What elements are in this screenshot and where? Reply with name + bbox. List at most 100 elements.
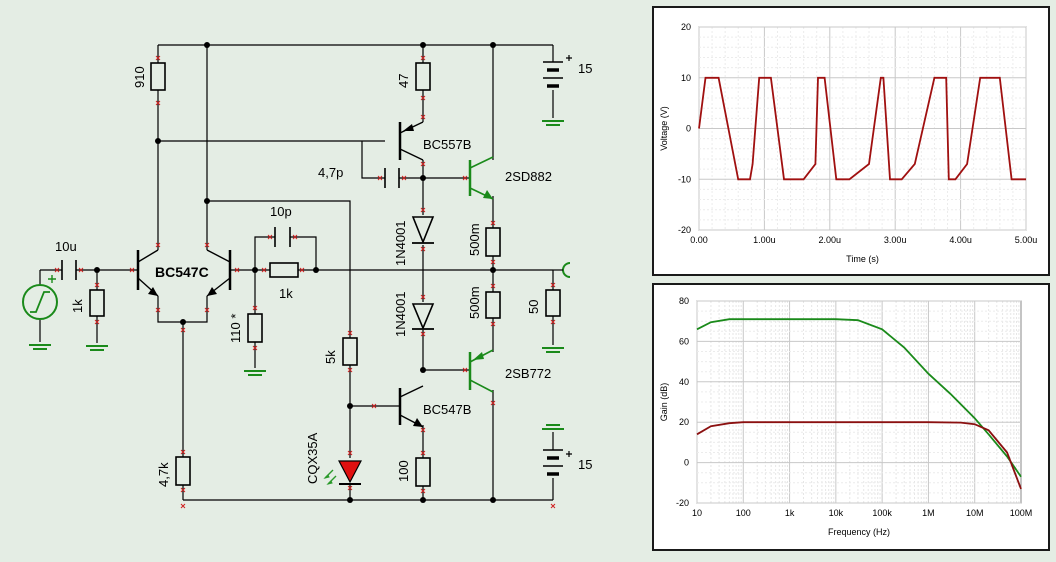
- x-tick-label: 0.00: [690, 235, 708, 245]
- label-r47: 47: [396, 74, 411, 88]
- component-labels: 910 47 BC557B 4,7p 2SD882 10p 1N4001 500…: [55, 61, 592, 487]
- y-axis-label: Voltage (V): [659, 106, 669, 151]
- label-r1k-feedback: 1k: [279, 286, 293, 301]
- x-tick-label: 10: [692, 508, 702, 518]
- label-r110: 110 *: [228, 314, 243, 343]
- label-bc557b: BC557B: [423, 137, 471, 152]
- resistors: [89, 62, 561, 487]
- x-tick-label: 100k: [872, 508, 892, 518]
- label-d1: 1N4001: [393, 220, 408, 266]
- x-tick-label: 5.00u: [1015, 235, 1038, 245]
- x-tick-label: 3.00u: [884, 235, 907, 245]
- resistor-1k-input[interactable]: [89, 289, 105, 317]
- transistor-bc547c-right[interactable]: [206, 249, 232, 297]
- battery-bottom[interactable]: [543, 449, 572, 476]
- x-tick-label: 2.00u: [819, 235, 842, 245]
- label-led: CQX35A: [305, 432, 320, 484]
- label-r100: 100: [396, 460, 411, 482]
- x-tick-label: 1.00u: [753, 235, 776, 245]
- transistor-bc557b[interactable]: [385, 121, 424, 161]
- ground-icon: [86, 345, 108, 351]
- y-tick-label: -20: [676, 498, 689, 508]
- y-tick-label: -20: [678, 225, 691, 235]
- ground-icon: [244, 370, 266, 376]
- x-tick-label: 1k: [785, 508, 795, 518]
- x-axis-label: Frequency (Hz): [828, 527, 890, 537]
- capacitor-10u[interactable]: [61, 260, 77, 280]
- capacitor-4p7[interactable]: [384, 168, 400, 188]
- signal-source[interactable]: [22, 275, 58, 320]
- x-tick-label: 1M: [922, 508, 935, 518]
- resistor-910[interactable]: [150, 62, 166, 91]
- label-bc547b: BC547B: [423, 402, 471, 417]
- label-c4p7: 4,7p: [318, 165, 343, 180]
- label-d2: 1N4001: [393, 291, 408, 337]
- ground-icon: [542, 424, 564, 430]
- capacitors: [61, 168, 400, 280]
- label-r50: 50: [526, 300, 541, 314]
- resistor-47[interactable]: [415, 62, 431, 91]
- label-r500m-bottom: 500m: [467, 286, 482, 319]
- capacitor-10p[interactable]: [274, 227, 291, 247]
- time-domain-plot: 0.00 1.00u 2.00u 3.00u 4.00u 5.00u 20 10 0 -10 -20…: [652, 6, 1050, 276]
- resistor-50[interactable]: [545, 289, 561, 317]
- x-tick-label: 100: [736, 508, 751, 518]
- ground-icon: [29, 344, 51, 350]
- resistor-500m-top[interactable]: [485, 227, 501, 257]
- ground-icon: [542, 120, 564, 126]
- label-c10u: 10u: [55, 239, 77, 254]
- battery-top[interactable]: [543, 55, 572, 88]
- label-2sb772: 2SB772: [505, 366, 551, 381]
- label-vsup-bottom: 15: [578, 457, 592, 472]
- y-tick-label: 20: [681, 22, 691, 32]
- y-tick-label: 0: [686, 124, 691, 134]
- diodes: [323, 216, 435, 485]
- wires: [39, 44, 554, 501]
- junction-dots: [94, 42, 496, 503]
- series-line: [698, 76, 1026, 181]
- resistor-110[interactable]: [247, 313, 263, 343]
- series-line: [696, 421, 1022, 490]
- ground-icon: [542, 347, 564, 353]
- time-domain-chart: 0.00 1.00u 2.00u 3.00u 4.00u 5.00u 20 10 0 -10 -20…: [659, 22, 1038, 264]
- transistors: [136, 121, 494, 428]
- label-r5k: 5k: [323, 350, 338, 364]
- label-c10p: 10p: [270, 204, 292, 219]
- x-tick-label: 10k: [829, 508, 844, 518]
- diode-1n4001-top[interactable]: [411, 216, 435, 245]
- resistor-100[interactable]: [415, 457, 431, 487]
- resistor-5k[interactable]: [342, 337, 358, 366]
- y-tick-label: 80: [679, 296, 689, 306]
- y-axis-label: Gain (dB): [659, 383, 669, 422]
- label-bc547c: BC547C: [155, 264, 209, 280]
- label-2sd882: 2SD882: [505, 169, 552, 184]
- resistor-1k-feedback[interactable]: [269, 262, 299, 278]
- label-vsup-top: 15: [578, 61, 592, 76]
- resistor-4k7[interactable]: [175, 456, 191, 486]
- output-probe-icon[interactable]: [562, 262, 571, 278]
- transistor-bc547b[interactable]: [398, 385, 424, 428]
- circuit-schematic: 910 47 BC557B 4,7p 2SD882 10p 1N4001 500…: [22, 42, 592, 509]
- resistor-500m-bottom[interactable]: [485, 291, 501, 319]
- x-tick-label: 4.00u: [949, 235, 972, 245]
- diode-1n4001-bottom[interactable]: [411, 303, 435, 331]
- label-r4k7: 4,7k: [156, 462, 171, 487]
- pin-markers: [54, 55, 556, 509]
- x-tick-label: 100M: [1010, 508, 1033, 518]
- label-r500m-top: 500m: [467, 223, 482, 256]
- transistor-bc547c-left[interactable]: [136, 249, 159, 297]
- y-tick-label: 20: [679, 417, 689, 427]
- transistor-2sb772[interactable]: [468, 349, 494, 393]
- ground-symbols: [29, 120, 564, 430]
- x-tick-label: 10M: [966, 508, 984, 518]
- x-axis-label: Time (s): [846, 254, 879, 264]
- y-tick-label: -10: [678, 174, 691, 184]
- transistor-2sd882[interactable]: [468, 156, 494, 200]
- label-r910: 910: [132, 66, 147, 88]
- led-cqx35a[interactable]: [323, 460, 362, 485]
- y-tick-label: 60: [679, 336, 689, 346]
- y-tick-label: 10: [681, 73, 691, 83]
